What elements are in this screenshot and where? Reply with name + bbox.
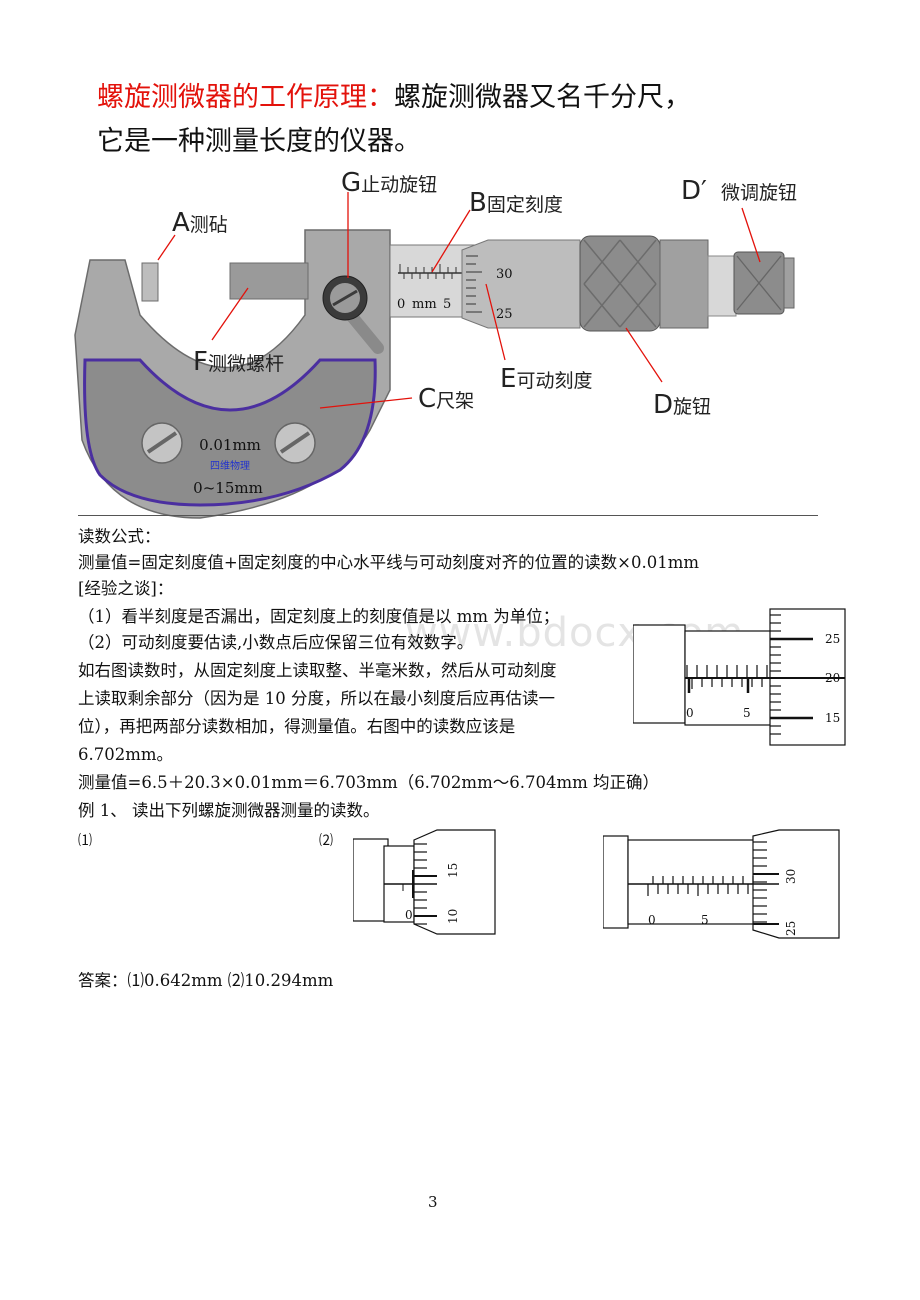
paragraph-line-1: 如右图读数时，从固定刻度上读取整、半毫米数，然后从可动刻度	[78, 661, 557, 680]
ex2-five: 5	[701, 913, 709, 927]
label-knob: D旋钮	[653, 390, 712, 420]
example-1-figure: 0 15 10	[353, 829, 496, 935]
spindle	[229, 262, 309, 300]
tip-2: （2）可动刻度要估读,小数点后应保留三位有效数字。	[78, 633, 474, 652]
sleeve-unit: mm	[412, 297, 437, 312]
ex1-zero: 0	[405, 908, 413, 922]
plate-screw-right	[274, 422, 316, 464]
paragraph-line-3: 位），再把两部分读数相加，得测量值。右图中的读数应该是	[78, 717, 516, 736]
ex2-t25: 25	[784, 921, 798, 936]
right-fig-t15: 15	[825, 711, 840, 725]
thimble-scale-ticks	[466, 255, 482, 313]
experience-heading: [经验之谈]：	[78, 579, 174, 598]
frame-plate	[83, 358, 377, 507]
label-fine-knob: D′微调旋钮	[681, 176, 797, 206]
right-fig-zero: 0	[686, 706, 694, 720]
page-title-line2: 它是一种测量长度的仪器。	[97, 126, 421, 157]
sleeve-five: 5	[443, 297, 451, 312]
anvil	[141, 262, 159, 302]
label-frame: C尺架	[418, 384, 475, 414]
page-title: 螺旋测微器的工作原理：螺旋测微器又名千分尺，	[97, 78, 691, 118]
leader-lines	[157, 192, 761, 409]
title-red-part: 螺旋测微器的工作原理：	[97, 82, 394, 113]
ex2-zero: 0	[648, 913, 656, 927]
fine-knob-knurl	[736, 255, 782, 311]
paragraph-line-4: 6.702mm。	[78, 745, 174, 764]
lock-knob	[322, 275, 384, 354]
sleeve-zero: 0	[397, 297, 405, 312]
micrometer-diagram: 0.01mm 四维物理 0~15mm 0 mm 5	[74, 192, 795, 519]
ex2-t30: 30	[784, 869, 798, 884]
label-lock-knob: G止动旋钮	[341, 168, 438, 198]
thimble	[461, 239, 581, 329]
thimble-t25: 25	[496, 307, 513, 322]
page-number: 3	[428, 1193, 438, 1211]
example-1-label: ⑴	[78, 833, 92, 849]
fine-knob-end	[783, 257, 795, 309]
answer: 答案：⑴0.642mm ⑵10.294mm	[78, 971, 334, 990]
plate-precision: 0.01mm	[199, 436, 261, 454]
right-fig-five: 5	[743, 706, 751, 720]
example-heading: 例 1、 读出下列螺旋测微器测量的读数。	[78, 801, 380, 820]
paragraph-line-2: 上读取剩余部分（因为是 10 分度，所以在最小刻度后应再估读一	[78, 689, 555, 708]
ex1-t15: 15	[446, 863, 460, 878]
section-divider	[78, 515, 818, 516]
knob-knurl	[583, 239, 657, 328]
reading-figure-right: 25 20 15 0 5	[633, 608, 846, 746]
plate-screw-left	[141, 422, 183, 464]
label-sleeve: B固定刻度	[469, 188, 563, 218]
formula: 测量值=固定刻度值+固定刻度的中心水平线与可动刻度对齐的位置的读数×0.01mm	[78, 553, 700, 572]
ex1-t10: 10	[446, 909, 460, 924]
plate-brand: 四维物理	[210, 459, 250, 472]
right-fig-t20: 20	[825, 671, 840, 685]
tip-1: （1）看半刻度是否漏出，固定刻度上的刻度值是以 mm 为单位；	[78, 607, 560, 626]
thimble-t30: 30	[496, 267, 513, 282]
title-rest: 螺旋测微器又名千分尺，	[394, 82, 691, 113]
right-fig-t25: 25	[825, 632, 840, 646]
plate-range: 0~15mm	[193, 479, 263, 497]
label-anvil: A测砧	[172, 208, 228, 238]
knob-neck	[659, 239, 709, 329]
ratchet-link	[707, 255, 737, 317]
formula-heading: 读数公式：	[78, 527, 161, 546]
measurement-line: 测量值=6.5＋20.3×0.01mm＝6.703mm（6.702mm～6.70…	[78, 773, 659, 792]
label-spindle: F测微螺杆	[193, 347, 284, 377]
label-thimble: E可动刻度	[500, 364, 593, 394]
example-2-label: ⑵	[319, 833, 333, 849]
sleeve-scale-ticks	[398, 264, 470, 279]
example-2-figure: 0 5 30 25	[603, 829, 840, 939]
